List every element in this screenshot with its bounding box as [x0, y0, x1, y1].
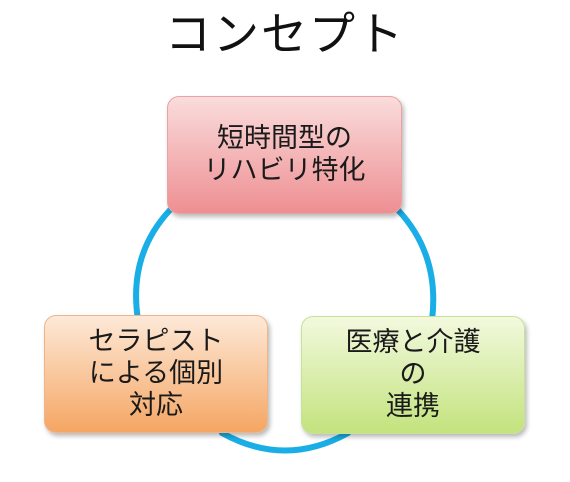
concept-node-individual-therapist: セラピスト による個別 対応 — [44, 315, 268, 433]
cycle-arc-bottom — [219, 430, 351, 454]
cycle-arc-left — [133, 207, 173, 323]
page-title: コンセプト — [165, 7, 405, 61]
concept-node-short-term-rehab: 短時間型の リハビリ特化 — [167, 96, 402, 214]
concept-node-medical-care-cooperation: 医療と介護 の 連携 — [301, 316, 525, 434]
concept-node-label: セラピスト による個別 対応 — [88, 326, 224, 421]
concept-node-label: 医療と介護 の 連携 — [345, 327, 481, 422]
cycle-arc-right — [395, 207, 437, 323]
concept-node-label: 短時間型の リハビリ特化 — [203, 123, 366, 186]
